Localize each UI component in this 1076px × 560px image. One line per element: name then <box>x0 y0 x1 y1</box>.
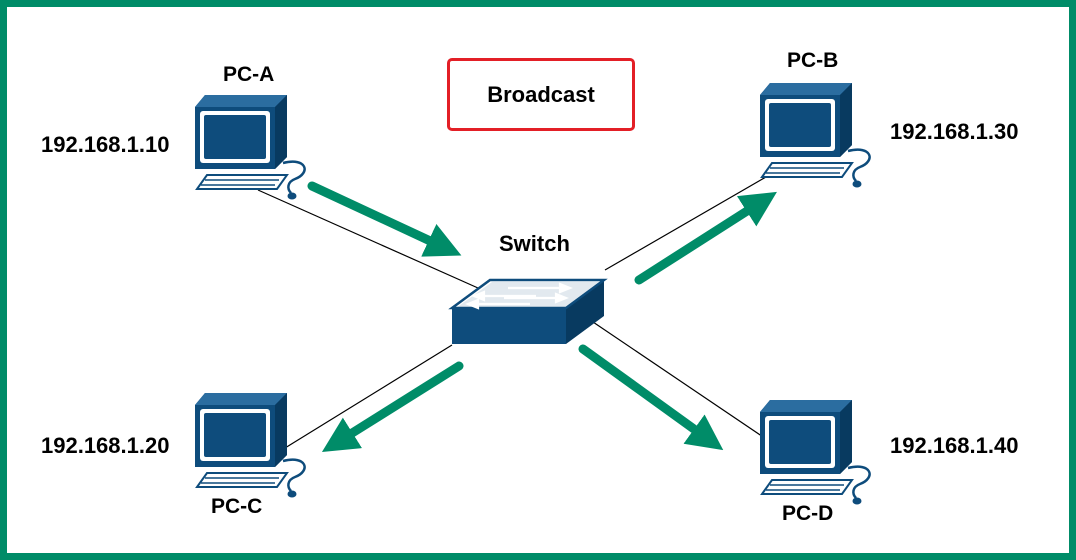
arrow-pc-a-to-switch <box>307 181 462 257</box>
broadcast-title: Broadcast <box>447 58 635 131</box>
switch-icon <box>450 278 606 346</box>
pc-b-ip: 192.168.1.30 <box>890 119 1019 144</box>
pc-a-name: PC-A <box>223 63 275 86</box>
arrow-switch-to-pc-b <box>634 191 777 285</box>
pc-d-name: PC-D <box>782 502 834 525</box>
switch-label: Switch <box>499 231 570 256</box>
pc-c-computer-icon <box>193 391 306 499</box>
pc-a-ip: 192.168.1.10 <box>41 132 170 157</box>
pc-c-name: PC-C <box>211 495 263 518</box>
pc-c-ip: 192.168.1.20 <box>41 433 170 458</box>
pc-d-computer-icon <box>758 398 871 506</box>
link-pc-c <box>284 344 453 449</box>
arrow-switch-to-pc-c <box>321 361 464 452</box>
arrow-switch-to-pc-d <box>578 344 724 451</box>
link-pc-d <box>592 321 776 446</box>
link-pc-a <box>257 189 479 289</box>
pc-b-name: PC-B <box>787 49 839 72</box>
pc-a-computer-icon <box>193 93 306 201</box>
link-pc-b <box>604 169 779 271</box>
pc-d-ip: 192.168.1.40 <box>890 433 1019 458</box>
pc-b-computer-icon <box>758 81 871 189</box>
